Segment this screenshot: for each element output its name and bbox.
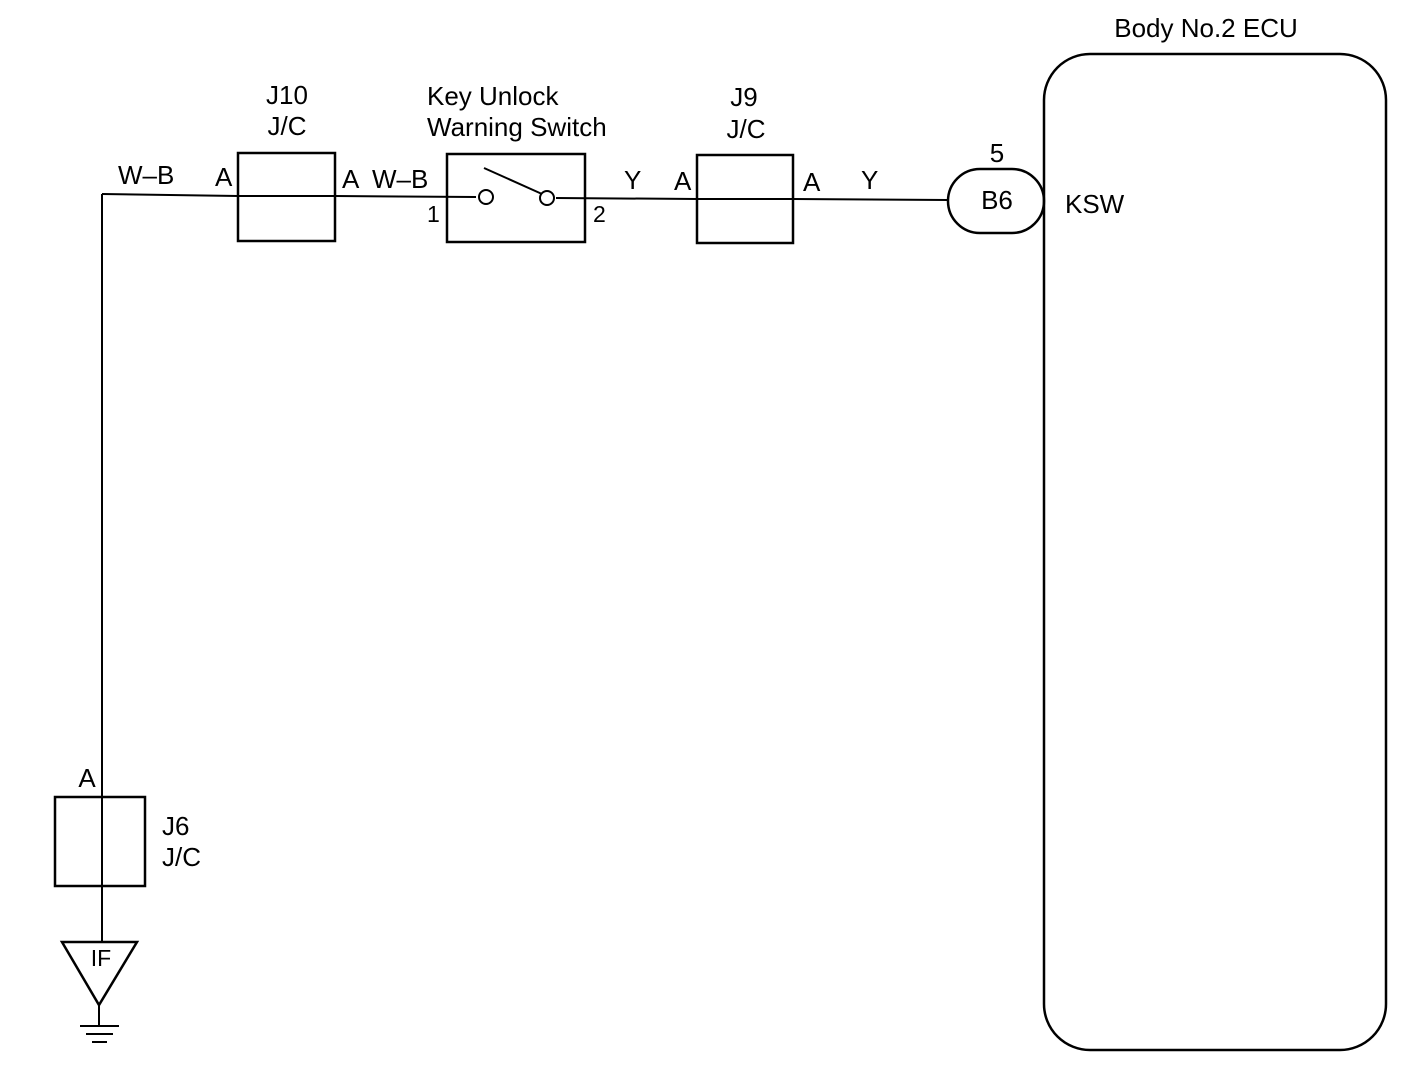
- j6-pin-top: A: [78, 763, 96, 793]
- wires: [101, 193, 949, 942]
- j10-box: [236, 151, 337, 243]
- switch-contact-2: [539, 190, 555, 206]
- j6-box: [53, 795, 147, 888]
- switch-lever: [483, 167, 543, 195]
- junction-j9: J9 J/C A A: [674, 82, 821, 245]
- ground-icon: [80, 1025, 119, 1043]
- junction-j6: A J6 J/C: [53, 763, 201, 888]
- wire-y-left: [555, 197, 698, 200]
- j9-type: J/C: [727, 114, 766, 144]
- ground-triangle: [59, 940, 140, 1008]
- switch-pin-1: 1: [427, 201, 440, 227]
- b6-name: B6: [981, 185, 1013, 215]
- switch-label-line1: Key Unlock: [427, 81, 559, 111]
- wire-label-y-left: Y: [624, 165, 641, 195]
- switch-contact-1: [478, 189, 494, 205]
- wire-wb-right: [334, 195, 477, 198]
- j10-name: J10: [266, 80, 308, 110]
- j10-pin-left: A: [215, 162, 233, 192]
- wire-label-y-right: Y: [861, 165, 878, 195]
- ground-point-if: IF: [59, 940, 140, 1043]
- j10-pin-right: A: [342, 164, 360, 194]
- j9-pin-right: A: [803, 167, 821, 197]
- j6-name: J6: [162, 811, 189, 841]
- ecu-title: Body No.2 ECU: [1114, 13, 1298, 43]
- switch-box: [445, 152, 587, 244]
- j6-type: J/C: [162, 842, 201, 872]
- wire-label-wb-left: W–B: [118, 160, 174, 190]
- j9-name: J9: [730, 82, 757, 112]
- b6-pin: 5: [990, 138, 1004, 168]
- j10-type: J/C: [268, 111, 307, 141]
- wire-label-wb-right: W–B: [372, 164, 428, 194]
- junction-j10: J10 J/C A A: [215, 80, 360, 243]
- switch-pin-2: 2: [593, 201, 606, 227]
- j9-pin-left: A: [674, 166, 692, 196]
- ecu-pin-label: KSW: [1065, 189, 1125, 219]
- wire-wb-left: [101, 193, 239, 197]
- key-unlock-warning-switch: Key Unlock Warning Switch 1 2: [427, 81, 607, 244]
- connector-b6: B6 5: [946, 138, 1046, 235]
- j9-box: [695, 153, 795, 245]
- switch-label-line2: Warning Switch: [427, 112, 607, 142]
- body-no2-ecu: Body No.2 ECU KSW: [1042, 13, 1388, 1052]
- ecu-box: [1042, 52, 1388, 1052]
- wire-y-right: [792, 198, 949, 201]
- ground-label: IF: [91, 945, 111, 971]
